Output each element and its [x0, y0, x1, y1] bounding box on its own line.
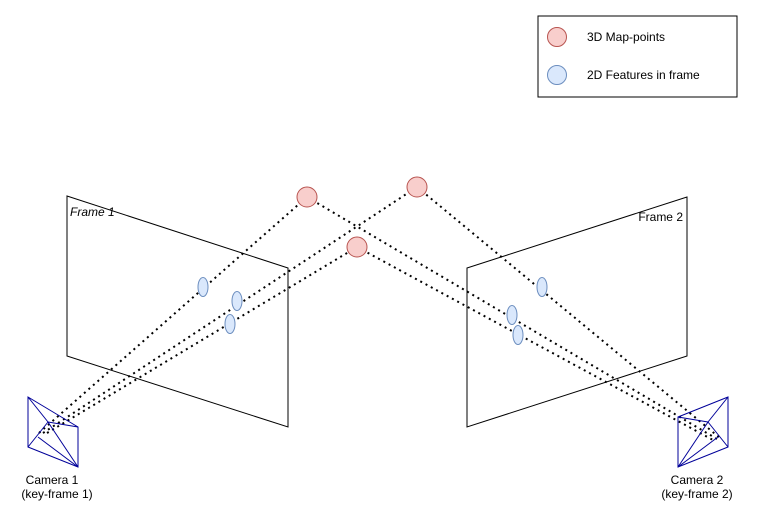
map-point-a [296, 186, 318, 208]
ray-cam1-mappoint-b [42, 186, 418, 434]
camera-1-label: Camera 1 [26, 473, 79, 487]
frame-1-feature-b [231, 291, 243, 311]
camera-2-icon [677, 396, 729, 468]
ray-cam1-mappoint-c [46, 246, 358, 434]
projection-rays [38, 186, 721, 441]
frame-1-feature-c [224, 314, 236, 334]
camera-1-keyframe-label: (key-frame 1) [21, 487, 92, 501]
frame-2-plane [466, 196, 688, 428]
camera-1-icon [27, 396, 79, 468]
frame-2-feature-c [512, 325, 524, 345]
legend-map-point-swatch [547, 27, 567, 47]
legend-features-label: 2D Features in frame [587, 68, 700, 82]
camera-2-label: Camera 2 [671, 473, 724, 487]
frame-1-title: Frame 1 [70, 205, 115, 219]
camera-2-keyframe-label: (key-frame 2) [661, 487, 732, 501]
legend-feature-swatch [547, 65, 567, 85]
ray-cam2-mappoint-a [306, 196, 718, 440]
legend-box [537, 15, 738, 98]
frame-1-plane [66, 195, 289, 428]
frame-2-feature-a [536, 277, 548, 297]
ray-cam2-mappoint-c [356, 246, 714, 441]
frame-1-feature-a [197, 277, 209, 297]
frame-2-feature-b [506, 305, 518, 325]
map-point-b [406, 176, 428, 198]
map-point-c [346, 236, 368, 258]
frame-2-title: Frame 2 [638, 210, 683, 224]
legend-map-points-label: 3D Map-points [587, 30, 665, 44]
